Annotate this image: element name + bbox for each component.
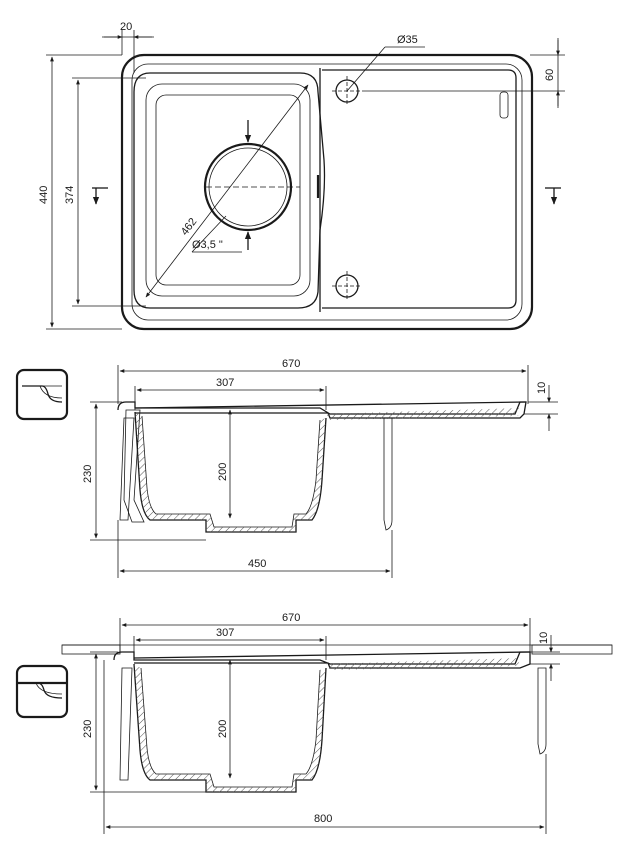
drainboard-slot xyxy=(499,91,509,119)
dim-rim-1: 10 xyxy=(536,382,548,394)
dim-bowl-width-1: 307 xyxy=(216,377,234,389)
dim-overall-length-1: 670 xyxy=(282,358,300,370)
mounting-icon-inset xyxy=(15,664,69,719)
waste-leader xyxy=(191,215,227,253)
dim-waste-diameter: Ø3,5 " xyxy=(192,239,223,251)
dim-rim-2: 10 xyxy=(538,632,550,644)
dim-overall-length-2: 670 xyxy=(282,612,300,624)
dim-bowl-depth-1: 200 xyxy=(217,463,229,481)
sink-outline xyxy=(120,53,534,331)
cabinet-panel-left-2 xyxy=(119,667,133,781)
section-view-2: 670 307 200 230 10 800 xyxy=(15,612,613,834)
dim-cabinet-1: 450 xyxy=(248,558,266,570)
bowl-outer xyxy=(133,72,326,309)
countertop-left xyxy=(61,644,121,655)
dim-flange-width: 20 xyxy=(120,21,132,33)
dim-total-height-1: 230 xyxy=(82,465,94,483)
dim-tap-offset: 60 xyxy=(544,69,556,81)
section-hatch-bowl-2 xyxy=(134,664,326,792)
section-hatch-bowl xyxy=(135,412,326,532)
drainboard-outline xyxy=(322,69,517,309)
dim-462-line xyxy=(145,84,309,298)
section-view-1: 670 307 200 230 10 450 xyxy=(15,358,558,578)
cabinet-panel-left xyxy=(119,417,135,521)
dim-bowl-depth-2: 200 xyxy=(217,720,229,738)
top-view: Ø35 60 20 440 374 462 xyxy=(38,21,565,331)
section-hatch-drainboard-2 xyxy=(326,658,520,670)
cabinet-panel-right-2 xyxy=(537,667,547,755)
dim-overall-depth: 440 xyxy=(38,186,50,204)
bowl-section-inner-2 xyxy=(140,667,321,788)
dim-bowl-width-2: 307 xyxy=(216,627,234,639)
dim-diagonal: 462 xyxy=(179,216,200,238)
countertop-right xyxy=(531,644,613,655)
tap-leader xyxy=(346,46,386,92)
dim-cabinet-2: 800 xyxy=(314,813,332,825)
bowl-section-inner xyxy=(141,415,321,528)
sink-inner-rim xyxy=(131,63,523,321)
cabinet-panel-right xyxy=(383,417,393,531)
dim-tap-hole: Ø35 xyxy=(397,34,418,46)
drainboard-top-line xyxy=(134,401,527,409)
drainboard-top-line-2 xyxy=(133,651,531,659)
dim-total-height-2: 230 xyxy=(82,720,94,738)
section-hatch-left-wall xyxy=(123,409,145,523)
dim-bowl-depth-top: 374 xyxy=(64,186,76,204)
mounting-icon-overmount xyxy=(15,368,69,421)
section-hatch-drainboard xyxy=(326,408,520,420)
